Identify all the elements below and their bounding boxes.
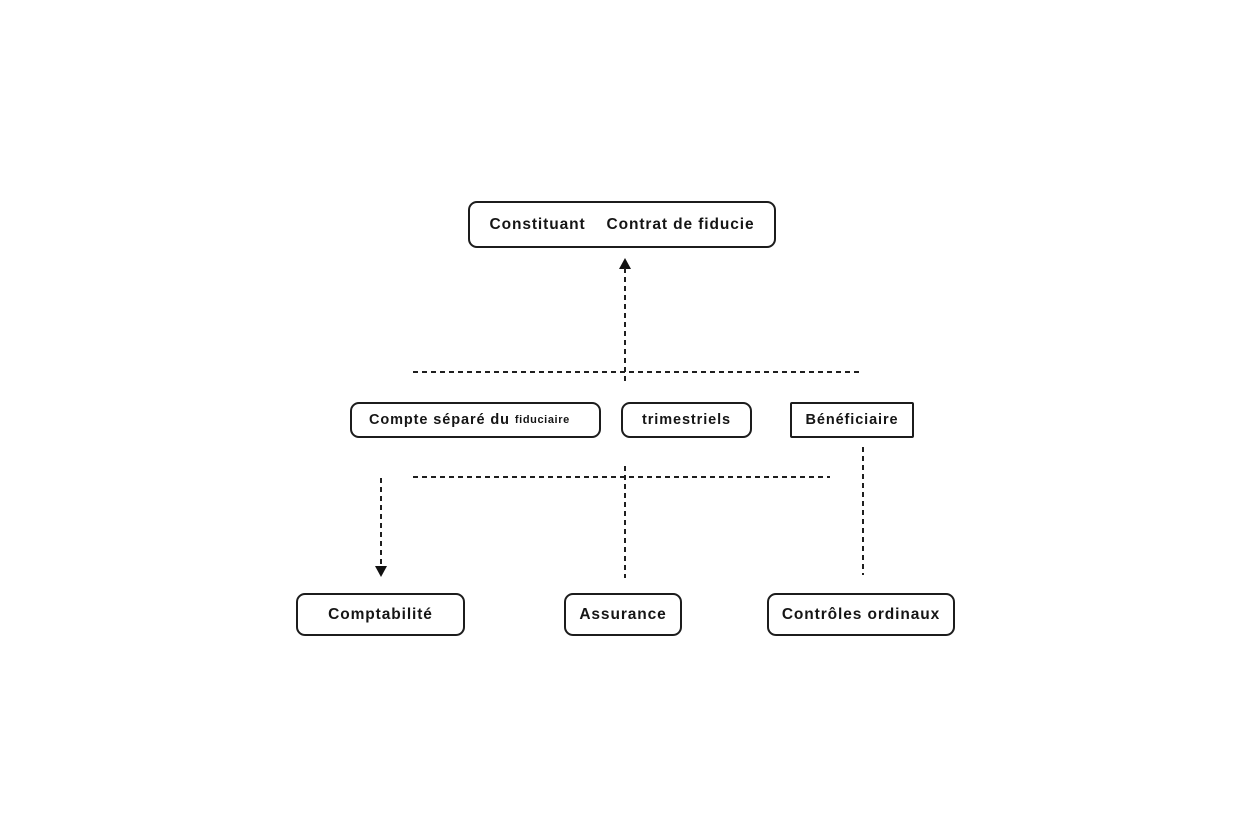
connector-vertical-right bbox=[862, 447, 864, 575]
node-compte-separe-du-fiduciaire: Compte séparé du fiduciaire bbox=[350, 402, 601, 438]
compte-separe-label: Compte séparé du bbox=[369, 412, 510, 428]
connector-vertical-left bbox=[380, 478, 382, 568]
beneficiaire-label: Bénéficiaire bbox=[805, 412, 899, 428]
node-assurance: Assurance bbox=[564, 593, 682, 636]
arrowhead-up-icon bbox=[619, 258, 631, 269]
node-trimestriels: trimestriels bbox=[621, 402, 752, 438]
node-beneficiaire: Bénéficiaire bbox=[790, 402, 914, 438]
node-comptabilite: Comptabilité bbox=[296, 593, 465, 636]
controles-ordinaux-label: Contrôles ordinaux bbox=[781, 605, 941, 623]
arrowhead-down-icon bbox=[375, 566, 387, 577]
node-constituant-contrat-de-fiducie: Constituant Contrat de fiducie bbox=[468, 201, 776, 248]
comptabilite-label: Comptabilité bbox=[328, 605, 433, 623]
node-controles-ordinaux: Contrôles ordinaux bbox=[767, 593, 955, 636]
fiduciaire-label: fiduciaire bbox=[514, 414, 570, 426]
trimestriels-label: trimestriels bbox=[642, 412, 731, 428]
constituant-label: Constituant bbox=[489, 215, 586, 233]
connector-horizontal-lower bbox=[413, 476, 830, 478]
connector-vertical-middle bbox=[624, 466, 626, 578]
connector-horizontal-upper bbox=[413, 371, 863, 373]
connector-vertical-top bbox=[624, 268, 626, 385]
assurance-label: Assurance bbox=[579, 605, 667, 623]
contrat-de-fiducie-label: Contrat de fiducie bbox=[606, 215, 755, 233]
